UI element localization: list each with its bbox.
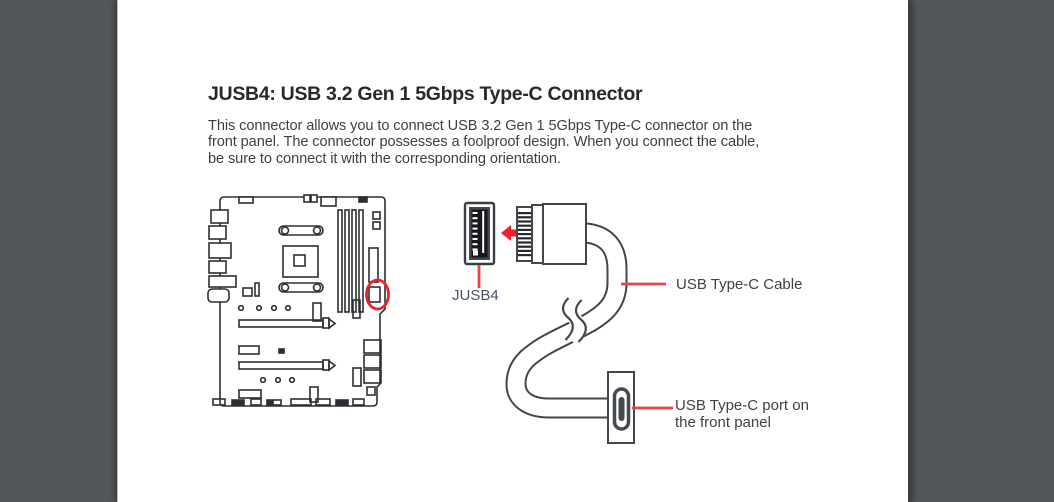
usb-cable [505, 222, 628, 419]
screw-hole [288, 376, 296, 384]
screw-hole [274, 376, 282, 384]
screw-hole [255, 304, 263, 312]
usb-cable-plug [516, 203, 587, 265]
cable-callout-label: USB Type-C Cable [676, 276, 803, 293]
pcie-slot [238, 361, 324, 370]
atx-power-connector [368, 247, 379, 283]
motherboard-diagram [207, 194, 390, 407]
header-block [372, 221, 381, 230]
screw-hole [270, 304, 278, 312]
pcie-latch [322, 317, 330, 329]
port-callout-label: USB Type-C port on the front panel [675, 397, 809, 431]
sata-ports [363, 339, 382, 384]
jusb4-location-highlight [365, 278, 390, 311]
pcie-latch [328, 359, 337, 372]
pcie-slot [238, 319, 324, 328]
header-block [352, 367, 362, 387]
top-header-dark [358, 196, 368, 203]
header-block [242, 287, 253, 297]
header-block [309, 386, 319, 403]
header-block [352, 299, 361, 319]
screw-hole [237, 304, 245, 312]
jusb4-connector [368, 286, 381, 303]
header-block [372, 211, 381, 220]
pcie-latch [328, 317, 337, 330]
m2-slot [238, 389, 262, 399]
paragraph-line: This connector allows you to connect USB… [208, 118, 753, 134]
header-block [312, 302, 322, 322]
section-paragraph: This connector allows you to connect USB… [208, 118, 759, 167]
section-heading: JUSB4: USB 3.2 Gen 1 5Gbps Type-C Connec… [208, 83, 643, 105]
screw-hole [284, 304, 292, 312]
cpu-socket-area [278, 225, 324, 293]
port-callout-line: the front panel [675, 413, 771, 431]
screw-hole [259, 376, 267, 384]
cable-connection-diagram [463, 201, 673, 444]
dimm-slots [337, 209, 364, 313]
paragraph-line: front panel. The connector possesses a f… [208, 134, 760, 151]
header-dark [278, 348, 285, 354]
bottom-headers [212, 398, 365, 406]
header-block [254, 282, 260, 297]
front-panel [607, 371, 635, 444]
top-tab [320, 196, 337, 207]
top-tab [238, 196, 254, 204]
paragraph-line: be sure to connect it with the correspon… [208, 150, 561, 167]
jusb4-callout-label: JUSB4 [452, 287, 499, 304]
header-block [366, 386, 376, 396]
port-callout-line: USB Type-C port on [675, 397, 809, 414]
manual-page: JUSB4: USB 3.2 Gen 1 5Gbps Type-C Connec… [117, 0, 910, 502]
cable-break-marks [561, 294, 587, 346]
rear-io-ports [207, 209, 237, 303]
m2-slot [238, 345, 260, 355]
pcie-latch [322, 359, 330, 371]
motherboard-outline [219, 196, 386, 407]
top-header [310, 194, 318, 203]
insert-direction-arrow-icon [501, 225, 524, 241]
top-header [303, 194, 311, 203]
jusb4-header-connector [463, 201, 496, 266]
